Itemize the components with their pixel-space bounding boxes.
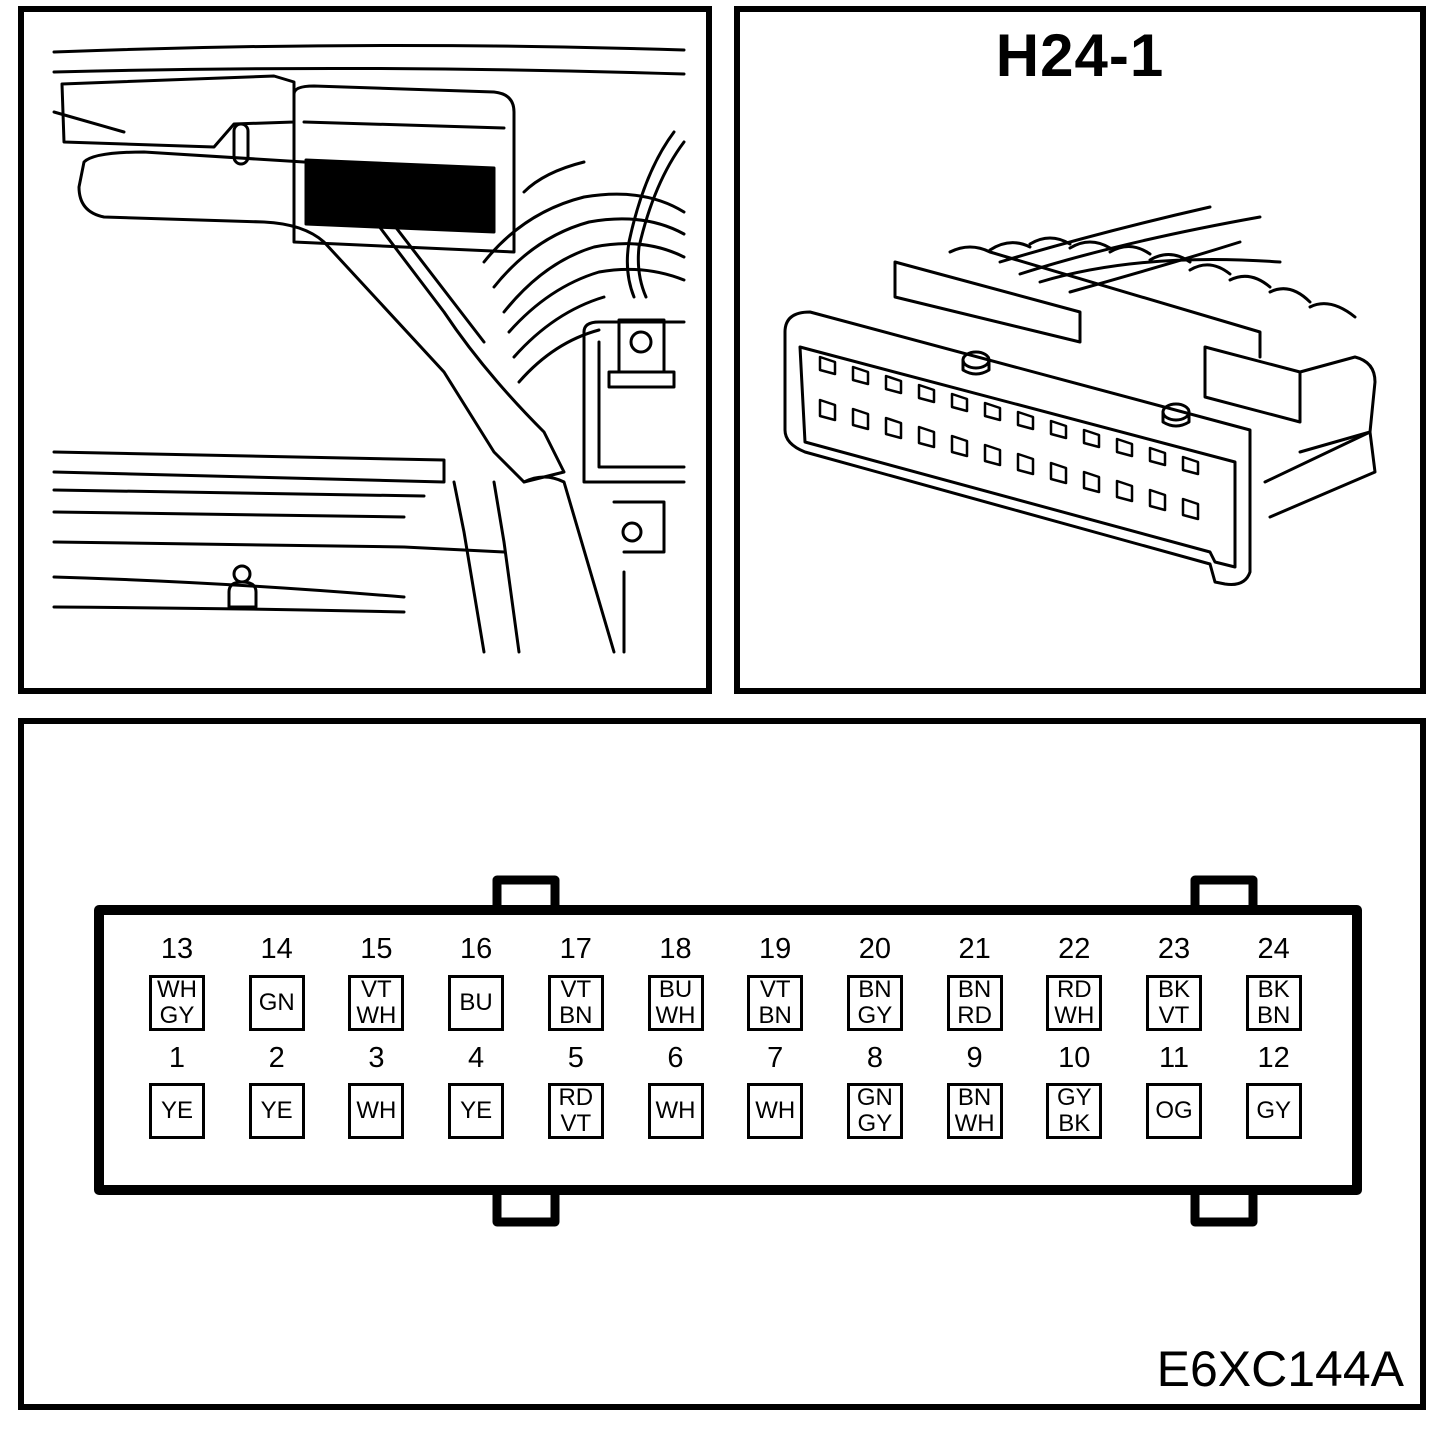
wire-color-code: WH	[356, 1097, 397, 1124]
pin-wire-color-box: WH	[348, 1083, 405, 1139]
pin-number: 2	[268, 1042, 285, 1074]
pin-number: 7	[767, 1042, 784, 1074]
location-illustration	[52, 43, 686, 654]
wire-color-code: BN	[957, 976, 992, 1003]
connector-panel: H24-1	[734, 6, 1426, 694]
pin-number: 16	[459, 933, 493, 965]
pin-number: 15	[360, 933, 393, 965]
wire-color-code: GN	[856, 1084, 893, 1111]
wire-color-code: YE	[160, 1097, 193, 1124]
wire-color-code: YE	[260, 1097, 293, 1124]
location-panel	[18, 6, 712, 694]
pin-number: 23	[1157, 933, 1191, 965]
pin-wire-color-box: YE	[248, 1083, 305, 1139]
pin-number: 18	[659, 933, 692, 965]
wire-color-code: BU	[459, 989, 493, 1016]
wire-color-code: WH	[655, 1002, 696, 1029]
wire-color-code: GY	[1256, 1097, 1292, 1124]
wire-color-code: BK	[1257, 976, 1290, 1003]
wire-color-code: VT	[759, 976, 791, 1003]
connector-title: H24-1	[995, 22, 1165, 89]
connector-face-outline	[94, 875, 1362, 1227]
wire-color-code: WH	[655, 1097, 696, 1124]
pin-number: 20	[858, 933, 892, 965]
wire-color-code: BN	[957, 1084, 992, 1111]
wire-color-code: WH	[157, 976, 197, 1003]
connector-illustration	[783, 205, 1377, 586]
pin-number: 22	[1058, 933, 1091, 965]
pin-wire-color-box: GN	[248, 975, 305, 1031]
pin-number: 1	[168, 1042, 186, 1074]
wire-color-code: WH	[356, 1002, 397, 1029]
pin-number: 9	[966, 1042, 983, 1074]
pin-number: 10	[1058, 1042, 1091, 1074]
pin-number: 24	[1257, 933, 1290, 965]
wire-color-code: GN	[258, 989, 295, 1016]
pin-number: 4	[468, 1042, 485, 1074]
wire-color-code: RD	[558, 1084, 594, 1111]
wire-color-code: OG	[1155, 1097, 1193, 1124]
wire-color-code: YE	[460, 1097, 493, 1124]
wire-color-code: GY	[857, 1002, 893, 1029]
pin-number: 21	[958, 933, 991, 965]
pin-number: 8	[866, 1042, 883, 1074]
pin-wire-color-box: WH	[647, 1083, 704, 1139]
pin-wire-color-box: YE	[149, 1083, 205, 1139]
pin-wire-color-box: OG	[1146, 1083, 1202, 1139]
pin-wire-color-box: GY	[1245, 1083, 1302, 1139]
wire-color-code: WH	[954, 1110, 995, 1137]
pin-number: 3	[368, 1042, 385, 1074]
wire-color-code: BK	[1157, 976, 1190, 1003]
wire-color-code: GY	[857, 1110, 893, 1137]
wire-color-code: WH	[755, 1097, 796, 1124]
wire-color-code: WH	[1054, 1002, 1095, 1029]
wire-color-code: BN	[758, 1002, 792, 1029]
pin-wire-color-box: YE	[448, 1083, 505, 1139]
pin-number: 13	[160, 933, 194, 965]
pin-number: 14	[260, 933, 293, 965]
figure-code: E6XC144A	[1156, 1341, 1404, 1397]
wire-color-code: RD	[1056, 976, 1092, 1003]
wire-color-code: GY	[1056, 1084, 1092, 1111]
pin-wire-color-box: BU	[448, 975, 505, 1031]
pin-number: 19	[759, 933, 792, 965]
wire-color-code: VT	[361, 976, 392, 1003]
wire-color-code: BN	[858, 976, 892, 1003]
wire-color-code: VT	[560, 976, 592, 1003]
pin-number: 17	[559, 933, 592, 965]
wire-color-code: VT	[1158, 1002, 1190, 1029]
pin-number: 11	[1158, 1042, 1190, 1074]
wire-color-code: BN	[1257, 1002, 1291, 1029]
wire-color-code: BN	[559, 1002, 593, 1029]
pin-number: 12	[1257, 1042, 1290, 1074]
wire-color-code: BK	[1058, 1110, 1091, 1137]
pin-wire-color-box: WH	[747, 1083, 804, 1139]
pin-number: 6	[667, 1042, 684, 1074]
wire-color-code: BU	[658, 976, 693, 1003]
pin-number: 5	[567, 1042, 584, 1074]
wire-color-code: RD	[957, 1002, 992, 1029]
wire-color-code: VT	[560, 1110, 592, 1137]
wire-color-code: GY	[159, 1002, 195, 1029]
